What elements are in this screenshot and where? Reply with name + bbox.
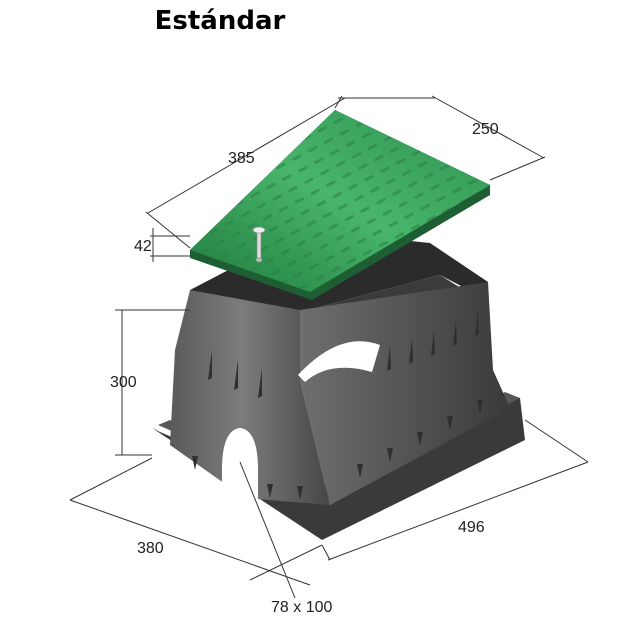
box-right-side <box>300 282 510 505</box>
box-lid <box>190 110 490 300</box>
dim-base-length: 496 <box>458 519 485 536</box>
dim-lid-thickness: 42 <box>134 238 152 255</box>
box-ribs <box>192 310 483 500</box>
front-opening <box>222 428 258 505</box>
dim-opening: 78 x 100 <box>271 599 332 616</box>
product-title: Estándar <box>154 6 286 36</box>
dim-base-width: 380 <box>137 540 164 557</box>
box-front-wall <box>170 290 330 505</box>
lid-bolt <box>252 226 266 262</box>
dim-body-height: 300 <box>110 374 137 391</box>
dim-lid-length: 385 <box>228 150 255 167</box>
dimension-lines <box>69 95 589 599</box>
dim-lid-width: 250 <box>472 121 499 138</box>
side-opening <box>298 341 380 382</box>
lid-tread <box>190 110 490 292</box>
box-body <box>152 230 525 540</box>
